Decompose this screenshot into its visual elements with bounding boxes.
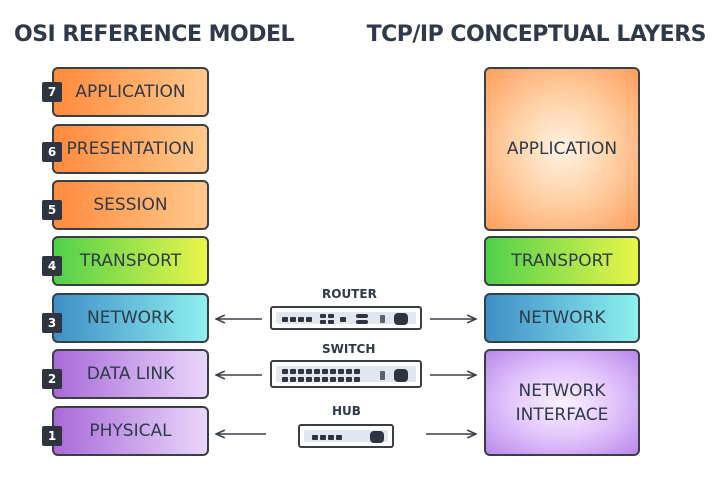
port-icon [314, 369, 320, 374]
switch-panel [276, 366, 416, 382]
osi-layer-label: PRESENTATION [66, 139, 195, 159]
tcp-layer-label: NETWORK INTERFACE [515, 380, 609, 425]
port-icon [338, 369, 344, 374]
hub-panel [304, 430, 388, 443]
port-icon [354, 369, 360, 374]
osi-layer-label: PHYSICAL [89, 421, 172, 441]
port-icon [306, 317, 312, 322]
osi-layer-transport: TRANSPORT [52, 236, 209, 286]
osi-layer-number: 4 [42, 256, 62, 276]
port-icon [328, 314, 334, 318]
osi-layer-number: 6 [42, 142, 62, 162]
port-icon [306, 369, 312, 374]
port-icon [354, 377, 360, 382]
router-label: ROUTER [322, 287, 377, 301]
port-icon [328, 435, 334, 440]
port-icon [290, 317, 296, 322]
tcp-layer-label: NETWORK [518, 308, 606, 328]
port-icon [298, 377, 304, 382]
port-icon [320, 320, 326, 324]
port-icon [320, 435, 326, 440]
port-icon [330, 369, 336, 374]
port-icon [298, 317, 304, 322]
osi-layer-number: 1 [42, 426, 62, 446]
switch-toggle-icon [380, 371, 385, 380]
port-icon [346, 369, 352, 374]
port-icon [338, 377, 344, 382]
tcp-ip-title: TCP/IP CONCEPTUAL LAYERS [366, 22, 707, 47]
port-icon [282, 317, 288, 322]
osi-layer-number: 5 [42, 200, 62, 220]
osi-layer-number: 3 [42, 313, 62, 333]
hub-label: HUB [332, 404, 361, 418]
power-socket-icon [370, 431, 384, 443]
switch-label: SWITCH [322, 342, 376, 356]
port-icon [330, 377, 336, 382]
port-icon [340, 317, 346, 322]
port-icon [282, 377, 288, 382]
port-icon [306, 377, 312, 382]
power-socket-icon [394, 313, 408, 325]
osi-layer-label: NETWORK [87, 308, 174, 328]
port-icon [312, 435, 318, 440]
port-icon [290, 369, 296, 374]
tcp-layer-network: NETWORK [484, 293, 640, 343]
hub-device [298, 424, 394, 448]
switch-device [270, 360, 422, 388]
port-icon [322, 377, 328, 382]
port-icon [346, 377, 352, 382]
osi-layer-data-link: DATA LINK [52, 349, 209, 399]
tcp-layer-label: APPLICATION [506, 139, 618, 159]
osi-layer-number: 2 [42, 369, 62, 389]
port-icon [336, 435, 342, 440]
cable-icon [356, 320, 368, 324]
router-panel [276, 312, 416, 325]
osi-layer-label: TRANSPORT [79, 251, 182, 271]
osi-layer-label: APPLICATION [75, 82, 186, 102]
port-icon [298, 369, 304, 374]
port-icon [282, 369, 288, 374]
osi-layer-network: NETWORK [52, 293, 209, 343]
osi-layer-number: 7 [42, 82, 62, 102]
port-icon [320, 314, 326, 318]
port-icon [322, 369, 328, 374]
cable-icon [356, 314, 368, 318]
osi-layer-label: SESSION [93, 195, 168, 215]
osi-model-title: OSI REFERENCE MODEL [14, 22, 295, 47]
tcp-layer-network-interface: NETWORK INTERFACE [484, 349, 640, 456]
port-icon [328, 320, 334, 324]
port-icon [290, 377, 296, 382]
osi-layer-label: DATA LINK [86, 364, 175, 384]
power-socket-icon [394, 369, 408, 382]
tcp-layer-label: TRANSPORT [511, 251, 613, 271]
router-device [270, 306, 422, 330]
tcp-layer-transport: TRANSPORT [484, 236, 640, 286]
osi-layer-physical: PHYSICAL [52, 406, 209, 456]
tcp-layer-application: APPLICATION [484, 67, 640, 231]
port-icon [314, 377, 320, 382]
switch-toggle-icon [380, 315, 385, 323]
